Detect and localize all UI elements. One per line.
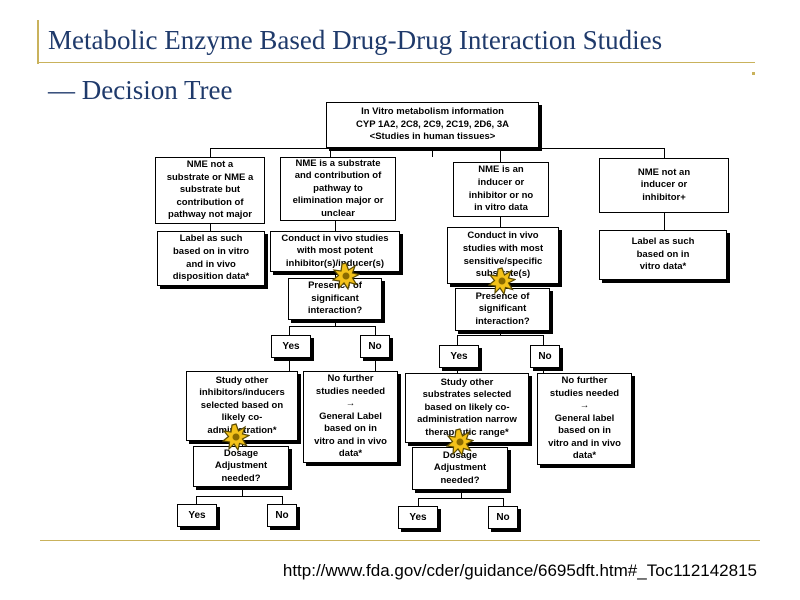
no-box: No [267, 504, 297, 527]
label-vitro-vivo-box: Label as such based on in vitro and in v… [157, 231, 265, 286]
connector [289, 358, 290, 371]
root-box: In Vitro metabolism information CYP 1A2,… [326, 102, 539, 148]
yes-box: Yes [439, 345, 479, 368]
study-other-inhibitors-box: Study other inhibitors/inducers selected… [186, 371, 298, 441]
connector [500, 217, 501, 227]
connector [196, 496, 197, 504]
connector [503, 498, 504, 506]
slide-title: Metabolic Enzyme Based Drug-Drug Interac… [48, 25, 663, 55]
connector [282, 496, 283, 504]
connector [457, 335, 544, 336]
connector [543, 368, 544, 373]
connector [210, 148, 664, 149]
no-box: No [488, 506, 518, 529]
title-accent-bar [37, 20, 39, 64]
connector [500, 148, 501, 162]
source-url: http://www.fda.gov/cder/guidance/6695dft… [282, 561, 757, 580]
dosage-adjustment-left: Dosage Adjustment needed? [193, 446, 289, 487]
connector [196, 496, 283, 497]
branch-nme-not-inducer: NME not an inducer or inhibitor+ [599, 158, 729, 213]
branch-nme-inducer: NME is an inducer or inhibitor or no in … [453, 162, 549, 217]
title-accent-dot [752, 72, 755, 75]
conduct-inhibitor-box: Conduct in vivo studies with most potent… [270, 231, 400, 272]
branch-nme-not-substrate: NME not a substrate or NME a substrate b… [155, 157, 265, 224]
connector [461, 490, 462, 498]
connector [210, 148, 211, 157]
no-further-studies-right: No further studies needed → General labe… [537, 373, 632, 465]
title-accent-rule [37, 62, 755, 63]
slide-subtitle: — Decision Tree [48, 75, 233, 105]
connector [330, 148, 331, 157]
connector [242, 487, 243, 496]
connector [418, 498, 504, 499]
connector [432, 148, 433, 157]
connector [375, 326, 376, 335]
connector [664, 148, 665, 158]
study-other-substrates-box: Study other substrates selected based on… [405, 373, 529, 443]
footer-rule [40, 540, 760, 541]
connector [664, 213, 665, 230]
presence-interaction-right: Presence of significant interaction? [455, 288, 550, 331]
no-box: No [530, 345, 560, 368]
connector [418, 498, 419, 506]
connector [500, 331, 501, 335]
yes-box: Yes [177, 504, 217, 527]
connector [335, 221, 336, 231]
conduct-substrate-box: Conduct in vivo studies with most sensit… [447, 227, 559, 284]
connector [335, 320, 336, 326]
connector [289, 326, 290, 335]
yes-box: Yes [398, 506, 438, 529]
no-box: No [360, 335, 390, 358]
connector [210, 224, 211, 231]
connector [457, 335, 458, 345]
no-further-studies-left: No further studies needed → General Labe… [303, 371, 398, 463]
presence-interaction-left: Presence of significant interaction? [288, 278, 382, 320]
connector [457, 368, 458, 373]
connector [289, 326, 376, 327]
connector [543, 335, 544, 345]
label-vitro-box: Label as such based on in vitro data* [599, 230, 727, 280]
dosage-adjustment-right: Dosage Adjustment needed? [412, 447, 508, 490]
branch-nme-substrate: NME is a substrate and contribution of p… [280, 157, 396, 221]
connector [375, 358, 376, 371]
yes-box: Yes [271, 335, 311, 358]
